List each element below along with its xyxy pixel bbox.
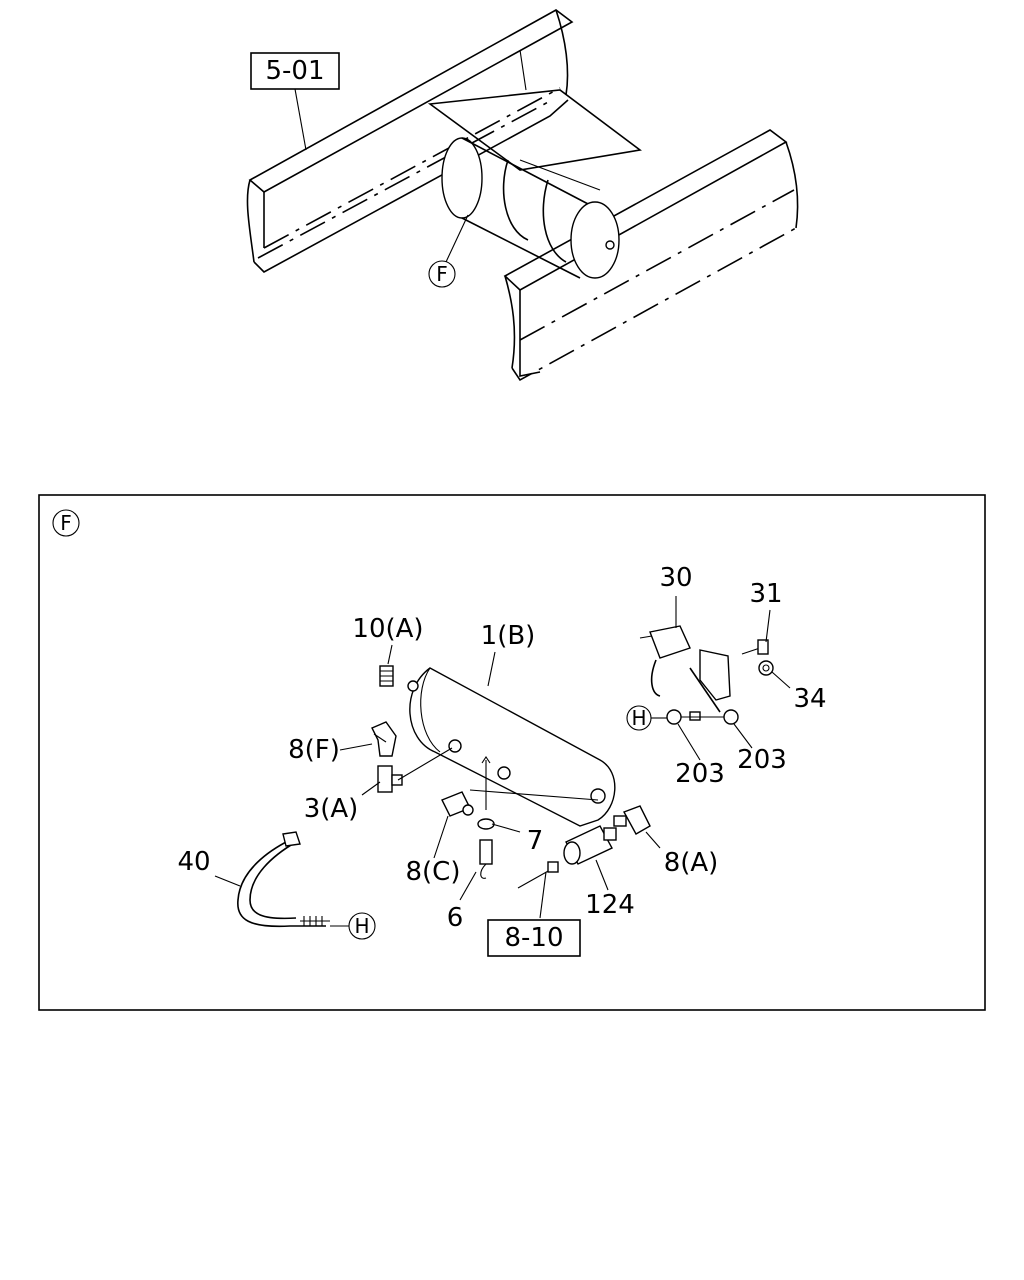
label-nut-203-a: 203 — [675, 759, 725, 789]
label-tank-1b: 1(B) — [481, 621, 536, 651]
label-switch-124: 124 — [585, 890, 635, 920]
detail-frame — [38, 494, 986, 1011]
label-tee-3a: 3(A) — [304, 794, 359, 824]
bracket-callout-h[interactable]: H — [626, 705, 652, 731]
detail-view-id-callout: F — [52, 509, 80, 537]
detail-reference-label: 8-10 — [504, 923, 563, 953]
leader-lines — [214, 596, 791, 919]
strap-callout-h[interactable]: H — [348, 912, 376, 940]
washer-7[interactable] — [477, 818, 495, 830]
tee-3a[interactable] — [377, 765, 403, 793]
bolt-31[interactable] — [741, 639, 769, 655]
nut-203-b[interactable] — [723, 709, 739, 725]
label-plug-10a: 10(A) — [352, 614, 423, 644]
label-nut-203-b: 203 — [737, 745, 787, 775]
elbow-8f[interactable] — [371, 721, 397, 757]
strap-callout-h-label: H — [354, 914, 369, 938]
strap-40[interactable] — [237, 831, 330, 928]
bracket-callout-h-label: H — [631, 706, 646, 730]
overview-frame-illustration — [246, 9, 799, 382]
label-elbow-8f: 8(F) — [288, 735, 340, 765]
bracket-30[interactable] — [639, 625, 731, 721]
label-strap-40: 40 — [177, 847, 210, 877]
label-elbow-8a: 8(A) — [664, 848, 719, 878]
nut-203-a[interactable] — [666, 709, 682, 725]
elbow-8a[interactable] — [613, 805, 651, 835]
label-fitting-8c: 8(C) — [406, 857, 461, 887]
air-tank[interactable] — [407, 667, 616, 827]
washer-34[interactable] — [758, 660, 774, 676]
drain-valve-6[interactable] — [479, 839, 493, 879]
detail-view-id-label: F — [60, 511, 72, 535]
label-bracket-30: 30 — [659, 563, 692, 593]
overview-detail-callout[interactable]: F — [428, 260, 456, 288]
label-washer-7: 7 — [527, 826, 544, 856]
detail-reference-box[interactable]: 8-10 — [487, 919, 581, 957]
label-drain-6: 6 — [447, 903, 464, 933]
overview-reference-box[interactable]: 5-01 — [250, 52, 340, 90]
plug-10a[interactable] — [379, 665, 394, 687]
overview-detail-callout-label: F — [436, 262, 448, 286]
overview-reference-label: 5-01 — [265, 56, 324, 86]
overview-reference-leader — [294, 88, 307, 151]
pressure-switch-124[interactable] — [563, 825, 617, 865]
fitting-8c[interactable] — [441, 791, 474, 817]
label-bolt-31: 31 — [749, 579, 782, 609]
label-washer-34: 34 — [793, 684, 826, 714]
